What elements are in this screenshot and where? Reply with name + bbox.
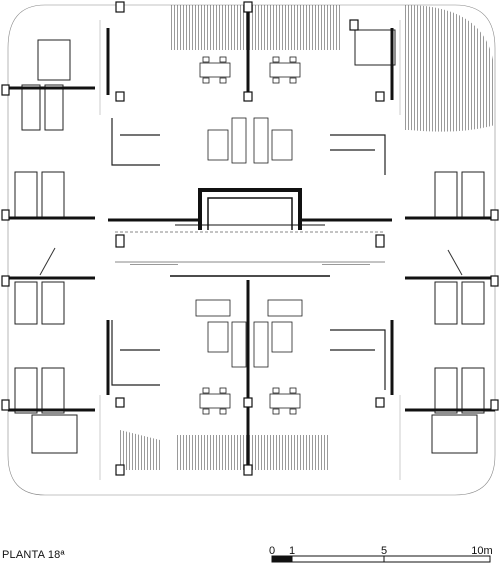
scale-tick-0: 0: [268, 545, 276, 557]
hatched-balcony: [120, 5, 495, 470]
scale-bar: [271, 555, 491, 563]
scale-tick-1: 1: [288, 545, 296, 557]
plan-caption: PLANTA 18ª: [2, 549, 65, 561]
scale-tick-10m: 10m: [471, 545, 493, 557]
scale-tick-5: 5: [380, 545, 388, 557]
